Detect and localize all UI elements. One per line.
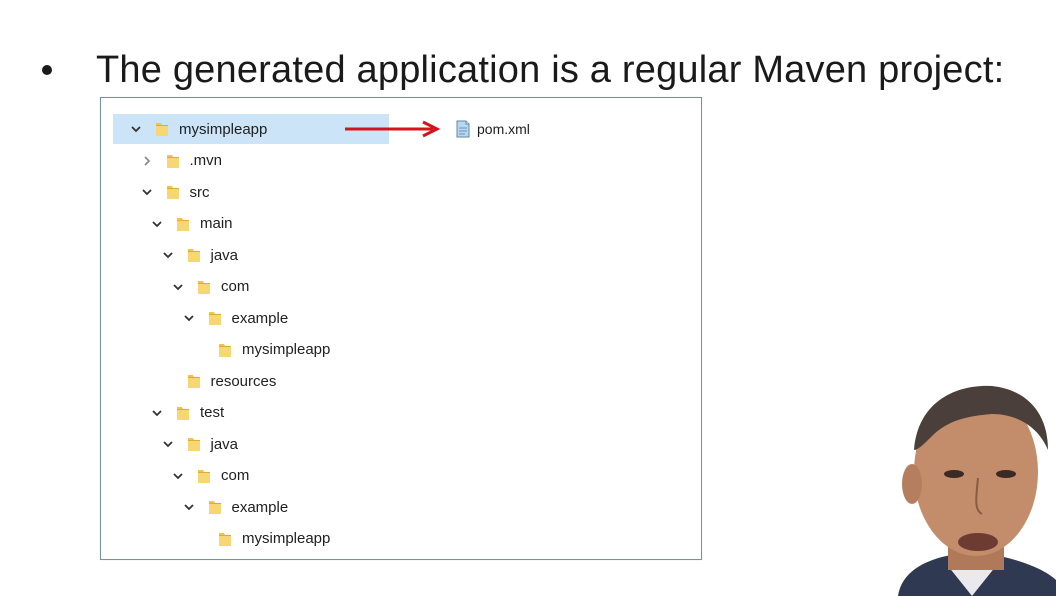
tree-item-mysimpleapp[interactable]: mysimpleapp xyxy=(113,524,330,554)
folder-icon xyxy=(187,247,201,263)
tree-item-label: com xyxy=(221,467,250,484)
tree-item-label: java xyxy=(210,246,239,264)
arrow-icon xyxy=(345,120,441,138)
folder-icon xyxy=(218,531,232,547)
tree-item-main[interactable]: main xyxy=(113,209,233,239)
tree-item-label: com xyxy=(221,278,250,295)
presenter-image xyxy=(888,380,1056,596)
folder-icon xyxy=(208,310,222,326)
tree-item-label: java xyxy=(210,435,239,453)
tree-item-mysimpleapp[interactable]: mysimpleapp xyxy=(113,335,330,365)
chevron-down-icon[interactable] xyxy=(150,217,164,231)
tree-item-label: src xyxy=(189,183,210,201)
folder-icon xyxy=(176,216,190,232)
chevron-down-icon[interactable] xyxy=(171,469,185,483)
folder-icon xyxy=(166,184,180,200)
pom-file-item[interactable]: pom.xml xyxy=(455,120,530,138)
pom-file-label: pom.xml xyxy=(477,121,530,137)
xml-file-icon xyxy=(456,120,470,138)
tree-item-java[interactable]: java xyxy=(113,429,238,459)
folder-icon xyxy=(176,405,190,421)
folder-icon xyxy=(187,373,201,389)
tree-item-src[interactable]: src xyxy=(113,177,210,207)
folder-icon xyxy=(208,499,222,515)
folder-icon xyxy=(155,121,169,137)
tree-item-mysimpleapp[interactable]: mysimpleapp xyxy=(113,114,389,144)
chevron-down-icon[interactable] xyxy=(150,406,164,420)
tree-item-label: main xyxy=(200,215,233,232)
folder-icon xyxy=(197,279,211,295)
chevron-down-icon[interactable] xyxy=(182,500,196,514)
tree-item-example[interactable]: example xyxy=(113,303,288,333)
chevron-down-icon[interactable] xyxy=(140,185,154,199)
chevron-down-icon[interactable] xyxy=(171,280,185,294)
folder-icon xyxy=(166,153,180,169)
tree-item-label: mysimpleapp xyxy=(179,120,268,138)
bullet-text: The generated application is a regular M… xyxy=(96,48,1005,91)
tree-item-com[interactable]: com xyxy=(113,272,249,302)
presenter-video xyxy=(888,380,1056,596)
tree-item-example[interactable]: example xyxy=(113,492,288,522)
tree-item-java[interactable]: java xyxy=(113,240,238,270)
chevron-down-icon[interactable] xyxy=(161,437,175,451)
tree-item-resources[interactable]: resources xyxy=(113,366,276,396)
tree-item-com[interactable]: com xyxy=(113,461,249,491)
tree-item-label: mysimpleapp xyxy=(242,530,331,547)
project-tree-panel: mysimpleapp .mvn src main java com example mysi… xyxy=(100,97,702,560)
tree-item-mvn[interactable]: .mvn xyxy=(113,146,222,176)
bullet-dot xyxy=(42,65,52,75)
tree-item-label: test xyxy=(200,404,225,421)
tree-item-label: example xyxy=(231,309,289,327)
chevron-down-icon[interactable] xyxy=(161,248,175,262)
folder-icon xyxy=(197,468,211,484)
tree-item-test[interactable]: test xyxy=(113,398,224,428)
tree-item-label: resources xyxy=(210,372,277,390)
chevron-down-icon[interactable] xyxy=(182,311,196,325)
slide-bullet: The generated application is a regular M… xyxy=(40,44,1004,96)
chevron-right-icon[interactable] xyxy=(140,154,154,168)
folder-icon xyxy=(218,342,232,358)
chevron-down-icon[interactable] xyxy=(129,122,143,136)
tree-item-label: mysimpleapp xyxy=(242,341,331,358)
tree-item-label: example xyxy=(231,498,289,516)
tree-item-label: .mvn xyxy=(189,152,223,169)
folder-icon xyxy=(187,436,201,452)
